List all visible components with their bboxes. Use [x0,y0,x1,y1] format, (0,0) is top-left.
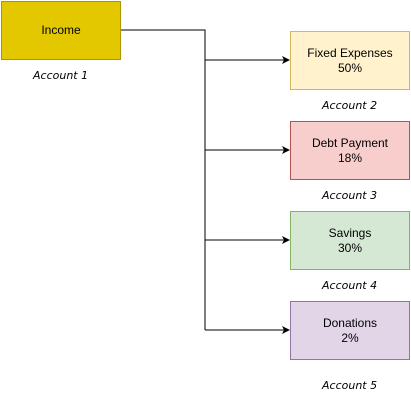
node-label: Fixed Expenses [307,45,393,60]
connector-trunk [121,29,206,330]
account-2-caption: Account 2 [322,99,378,112]
income-caption: Account 1 [33,69,89,82]
fixed-expenses-node[interactable]: Fixed Expenses 50% [290,31,410,90]
node-percent: 2% [341,330,359,345]
debt-payment-node[interactable]: Debt Payment 18% [290,121,410,180]
node-label: Donations [322,315,378,330]
account-3-caption: Account 3 [322,189,378,202]
node-percent: 30% [337,240,363,255]
account-4-caption: Account 4 [322,279,378,292]
income-node[interactable]: Income [1,1,121,60]
income-node-label: Income [41,23,81,37]
node-label: Savings [328,225,372,240]
node-percent: 18% [337,150,363,165]
savings-node[interactable]: Savings 30% [290,211,410,270]
donations-node[interactable]: Donations 2% [290,301,410,360]
node-percent: 50% [337,60,363,75]
account-5-caption: Account 5 [322,379,378,392]
node-label: Debt Payment [311,135,389,150]
